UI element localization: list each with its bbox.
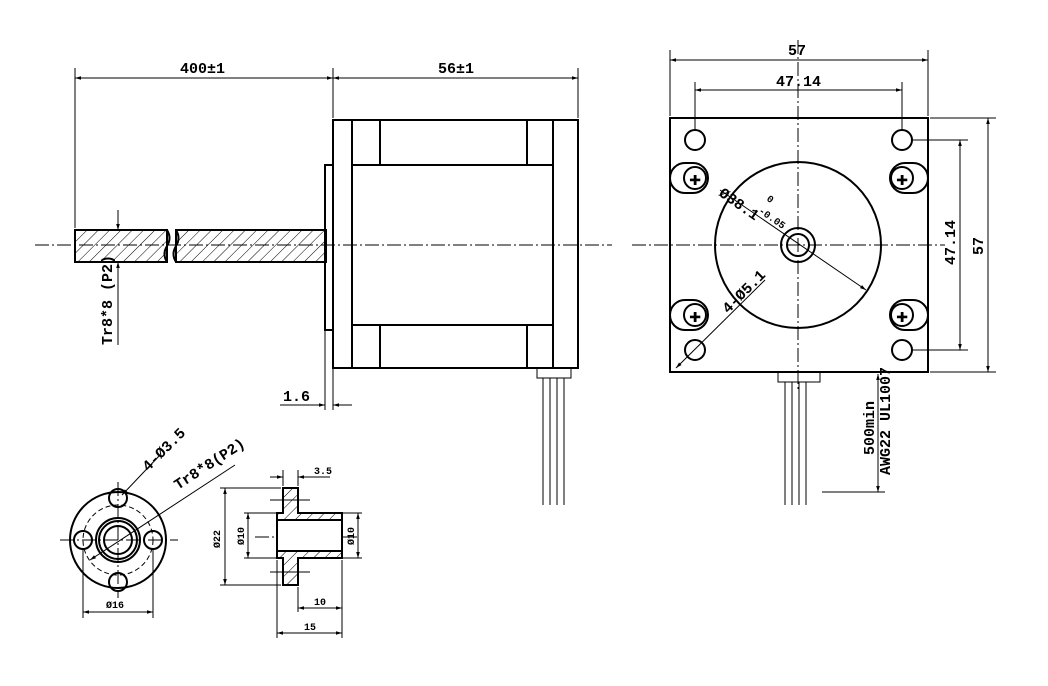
width-dim: 57 (788, 43, 806, 60)
screws: ✚ ✚ ✚ ✚ (669, 162, 929, 331)
total-length-dim: 15 (304, 623, 316, 634)
barrel-length-dim: 10 (314, 598, 326, 609)
shaft-length-dim: 400±1 (180, 61, 225, 78)
flange-thickness-nut-dim: 3.5 (314, 467, 332, 478)
svg-text:✚: ✚ (689, 169, 701, 192)
wire-length-label: 500min (862, 401, 879, 455)
body-length-dim: 56±1 (438, 61, 474, 78)
nut-holes-label: 4-Ø3.5 (140, 425, 190, 475)
pilot-tol-upper: 0 (764, 194, 775, 206)
bore-left-dim: Ø10 (236, 527, 248, 545)
nut-side-view: Ø22 Ø10 Ø10 3.5 10 15 (212, 467, 362, 638)
side-view: 400±1 56±1 1.6 Tr8*8 (P2) (35, 61, 612, 505)
bore-right-dim: Ø10 (346, 527, 358, 545)
hole-spacing-vertical-dim: 47.14 (943, 220, 960, 265)
flange-thickness-dim: 1.6 (283, 389, 310, 406)
front-view: ✚ ✚ ✚ ✚ Ø38.1 0 -0.05 4-Ø5.1 57 47.14 57… (632, 40, 996, 505)
lead-screw (74, 229, 327, 263)
hole-spacing-dim: 47.14 (776, 74, 821, 91)
motor-body (332, 119, 579, 369)
nut-front-view: 4-Ø3.5 Tr8*8(P2) Ø16 (60, 425, 249, 618)
svg-text:✚: ✚ (689, 306, 701, 329)
svg-text:✚: ✚ (896, 306, 908, 329)
flange-diameter-dim: Ø22 (212, 530, 224, 548)
mount-holes-label: 4-Ø5.1 (720, 267, 770, 317)
motor-wires (536, 367, 572, 505)
thread-spec-label: Tr8*8 (P2) (100, 255, 117, 345)
pilot-diameter: Ø38.1 (715, 185, 762, 225)
nut-thread-label: Tr8*8(P2) (171, 436, 248, 494)
shaft-outer (780, 227, 816, 263)
height-dim: 57 (971, 237, 988, 255)
front-wires (777, 371, 821, 505)
pilot-tol-lower: -0.05 (756, 206, 787, 232)
pilot-boss (714, 161, 882, 329)
wire-spec-label: AWG22 UL1007 (878, 367, 895, 475)
svg-text:✚: ✚ (896, 169, 908, 192)
hole-circle-dim: Ø16 (106, 600, 124, 612)
shaft-inner (786, 233, 810, 257)
